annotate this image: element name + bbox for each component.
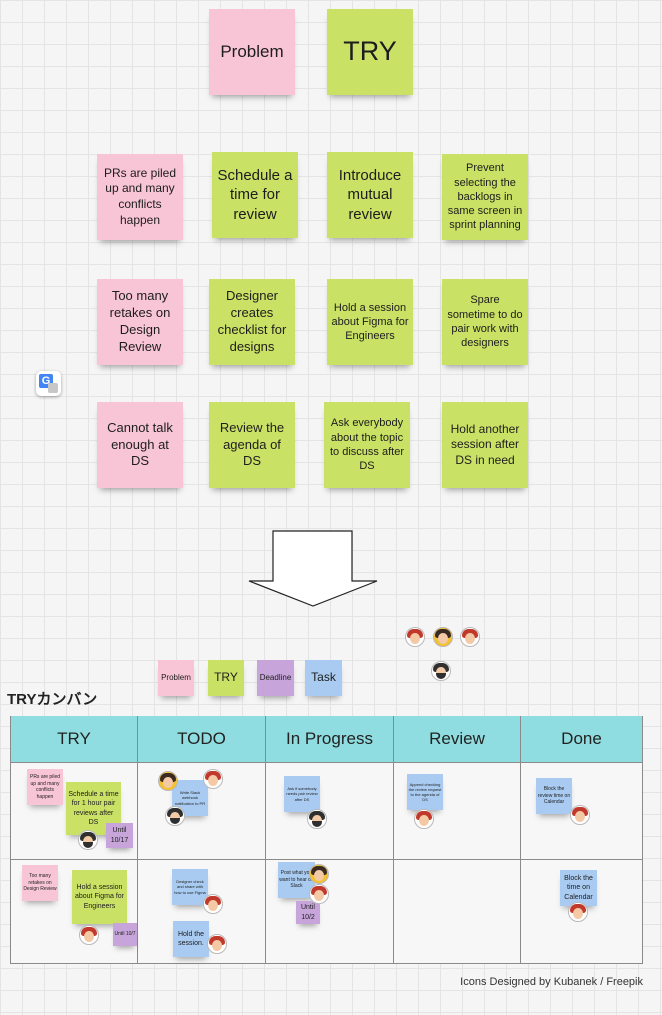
- kanban-deadline-3[interactable]: Until 10/2: [296, 901, 320, 924]
- column-divider: [520, 716, 521, 964]
- try-note-3-2[interactable]: Ask everybody about the topic to discuss…: [324, 402, 410, 488]
- problem-note-3[interactable]: Cannot talk enough at DS: [97, 402, 183, 488]
- kanban-problem-1[interactable]: PRs are piled up and many conflicts happ…: [27, 769, 63, 805]
- avatar-icon[interactable]: [158, 771, 178, 791]
- column-header-todo: TODO: [138, 716, 265, 762]
- try-header-note[interactable]: TRY: [327, 9, 413, 95]
- legend-deadline: Deadline: [257, 660, 294, 696]
- avatar-icon[interactable]: [165, 806, 185, 826]
- avatar-icon[interactable]: [309, 884, 329, 904]
- legend-try: TRY: [208, 660, 244, 696]
- avatar-icon[interactable]: [405, 627, 425, 647]
- kanban-problem-2[interactable]: Too many retakes on Design Review: [22, 865, 58, 901]
- avatar-icon[interactable]: [414, 809, 434, 829]
- avatar-icon[interactable]: [307, 809, 327, 829]
- kanban-progress-1[interactable]: Ask if somebody needs pair review after …: [284, 776, 320, 812]
- avatar-icon[interactable]: [207, 934, 227, 954]
- problem-note-2[interactable]: Too many retakes on Design Review: [97, 279, 183, 365]
- kanban-try-1[interactable]: Schedule a time for 1 hour pair reviews …: [66, 782, 121, 835]
- arrow-down-icon: [248, 530, 378, 607]
- problem-note-1[interactable]: PRs are piled up and many conflicts happ…: [97, 154, 183, 240]
- avatar-icon[interactable]: [78, 830, 98, 850]
- column-header-inprogress: In Progress: [266, 716, 393, 762]
- kanban-deadline-2[interactable]: Until 10/7: [113, 923, 137, 946]
- avatar-icon[interactable]: [460, 627, 480, 647]
- kanban-review-1[interactable]: Append checking the review request to th…: [407, 774, 443, 810]
- try-note-1-3[interactable]: Prevent selecting the backlogs in same s…: [442, 154, 528, 240]
- column-divider: [137, 716, 138, 964]
- row-divider: [10, 859, 643, 860]
- column-divider: [393, 716, 394, 964]
- avatar-icon[interactable]: [203, 894, 223, 914]
- column-header-review: Review: [394, 716, 520, 762]
- kanban-todo-1[interactable]: Write Slack webhook notification to PR: [172, 780, 208, 816]
- avatar-icon[interactable]: [568, 902, 588, 922]
- column-header-try: TRY: [11, 716, 137, 762]
- try-note-2-1[interactable]: Designer creates checklist for designs: [209, 279, 295, 365]
- problem-header-note[interactable]: Problem: [209, 9, 295, 95]
- legend-task: Task: [305, 660, 342, 696]
- kanban-done-2[interactable]: Block the time on Calendar: [560, 870, 597, 906]
- column-header-done: Done: [521, 716, 642, 762]
- translate-icon[interactable]: G: [36, 371, 61, 396]
- kanban-progress-2[interactable]: Post what you want to hear on Slack: [278, 862, 315, 898]
- avatar-icon[interactable]: [309, 864, 329, 884]
- avatar-icon[interactable]: [203, 769, 223, 789]
- kanban-done-1[interactable]: Block the review time on Calendar: [536, 778, 572, 814]
- kanban-todo-2b[interactable]: Hold the session.: [173, 921, 209, 957]
- try-note-3-1[interactable]: Review the agenda of DS: [209, 402, 295, 488]
- try-note-2-2[interactable]: Hold a session about Figma for Engineers: [327, 279, 413, 365]
- legend-problem: Problem: [158, 660, 194, 696]
- avatar-icon[interactable]: [431, 661, 451, 681]
- try-note-2-3[interactable]: Spare sometime to do pair work with desi…: [442, 279, 528, 365]
- avatar-icon[interactable]: [79, 925, 99, 945]
- avatar-icon[interactable]: [433, 627, 453, 647]
- kanban-todo-2a[interactable]: Designer check and share with how to use…: [172, 869, 208, 905]
- avatar-icon[interactable]: [570, 805, 590, 825]
- column-divider: [265, 716, 266, 964]
- row-divider: [10, 762, 643, 763]
- kanban-try-2[interactable]: Hold a session about Figma for Engineers: [72, 870, 127, 924]
- try-note-3-3[interactable]: Hold another session after DS in need: [442, 402, 528, 488]
- try-note-1-2[interactable]: Introduce mutual review: [327, 152, 413, 238]
- try-note-1-1[interactable]: Schedule a time for review: [212, 152, 298, 238]
- kanban-title: TRYカンバン: [7, 691, 98, 708]
- credit-text: Icons Designed by Kubanek / Freepik: [460, 976, 643, 988]
- kanban-deadline-1[interactable]: Until 10/17: [106, 823, 133, 848]
